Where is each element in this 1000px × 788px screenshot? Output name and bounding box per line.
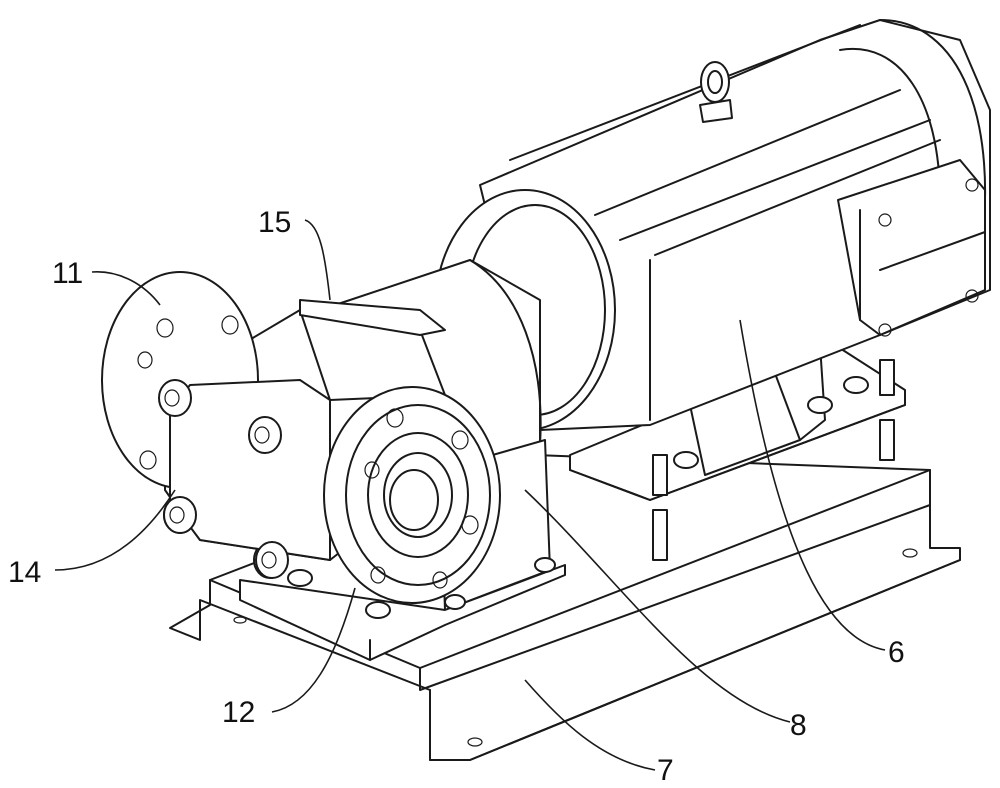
callout-14: 14 <box>8 556 41 589</box>
callout-7: 7 <box>657 754 674 787</box>
callout-11: 11 <box>52 257 83 290</box>
callout-12: 12 <box>222 696 255 729</box>
callout-15: 15 <box>258 206 291 239</box>
callout-6: 6 <box>888 636 905 669</box>
leader-15 <box>305 220 330 300</box>
outlet-flange <box>324 387 500 603</box>
callout-8: 8 <box>790 709 807 742</box>
leader-14 <box>55 490 175 570</box>
